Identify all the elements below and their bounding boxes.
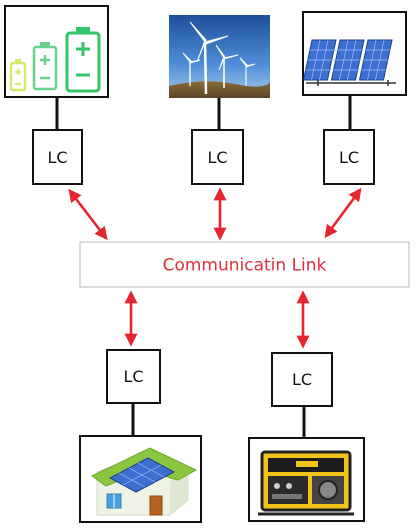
generator-icon [258, 450, 354, 516]
lc-label: LC [292, 370, 312, 389]
solar-panel-icon [302, 39, 396, 86]
lc-box-solar: LC [323, 129, 375, 185]
wind-turbine-image [169, 15, 270, 98]
solar-house-icon [91, 447, 198, 516]
lc-label: LC [47, 148, 67, 167]
bottom-arrows [124, 290, 310, 349]
top-connectors [55, 95, 352, 130]
house-image [79, 435, 202, 523]
communication-link-label: Communicatin Link [163, 256, 327, 276]
wind-turbine-icon [182, 21, 256, 95]
lc-label: LC [123, 367, 143, 386]
lc-box-wind: LC [191, 129, 244, 185]
arrow-solar-link [324, 187, 362, 239]
solar-array-image [302, 11, 407, 96]
lc-box-battery: LC [32, 129, 83, 185]
lc-label: LC [339, 148, 359, 167]
arrow-battery-link [68, 188, 108, 241]
communication-link: Communicatin Link [79, 241, 410, 288]
lc-label: LC [207, 148, 227, 167]
lc-box-generator: LC [271, 352, 333, 407]
bottom-connectors [131, 403, 306, 438]
top-arrows [68, 187, 362, 241]
battery-image [4, 5, 109, 98]
generator-image [248, 437, 365, 522]
lc-box-house: LC [106, 349, 161, 404]
battery-icon [9, 27, 101, 93]
